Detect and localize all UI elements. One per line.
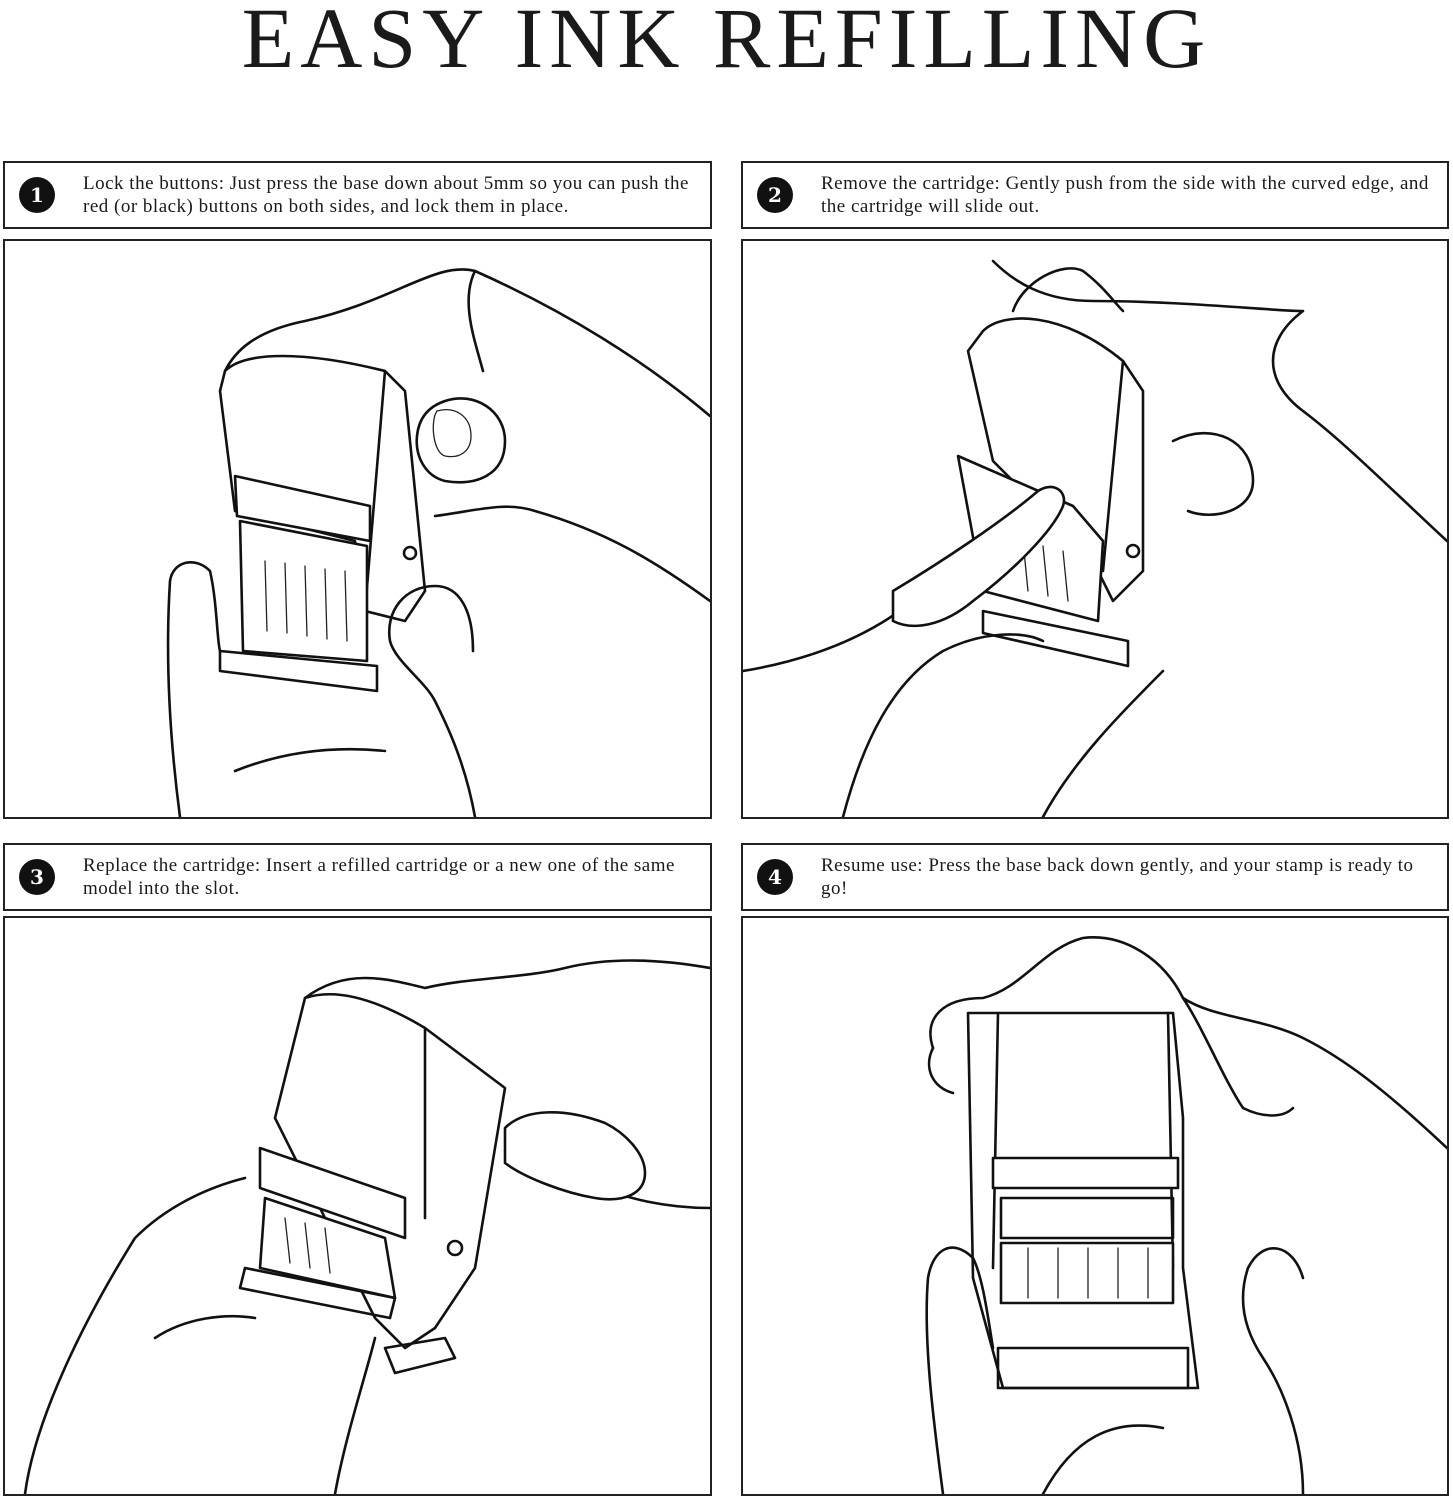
step-4-illustration [741,916,1449,1496]
hand-pressing-stamp-illustration [166,268,710,817]
step-1-number-badge: 1 [19,177,55,213]
step-3-illustration [3,916,712,1496]
step-3-number-badge: 3 [19,859,55,895]
page-title: EASY INK REFILLING [241,0,1212,86]
step-1-caption: 1 Lock the buttons: Just press the base … [3,161,712,229]
step-2-caption: 2 Remove the cartridge: Gently push from… [741,161,1449,229]
step-2-illustration [741,239,1449,819]
step-1-illustration [3,239,712,819]
hand-inserting-cartridge-illustration [23,959,710,1494]
step-2-text: Remove the cartridge: Gently push from t… [821,173,1429,217]
step-2-number-badge: 2 [757,177,793,213]
step-3-caption: 3 Replace the cartridge: Insert a refill… [3,843,712,911]
step-4-caption: 4 Resume use: Press the base back down g… [741,843,1449,911]
finger-removing-cartridge-illustration [743,259,1447,817]
step-3-text: Replace the cartridge: Insert a refilled… [83,855,675,899]
stamp-ready-illustration [925,936,1447,1494]
step-1-text: Lock the buttons: Just press the base do… [83,173,689,217]
step-4-number-badge: 4 [757,859,793,895]
step-4-text: Resume use: Press the base back down gen… [821,855,1414,899]
